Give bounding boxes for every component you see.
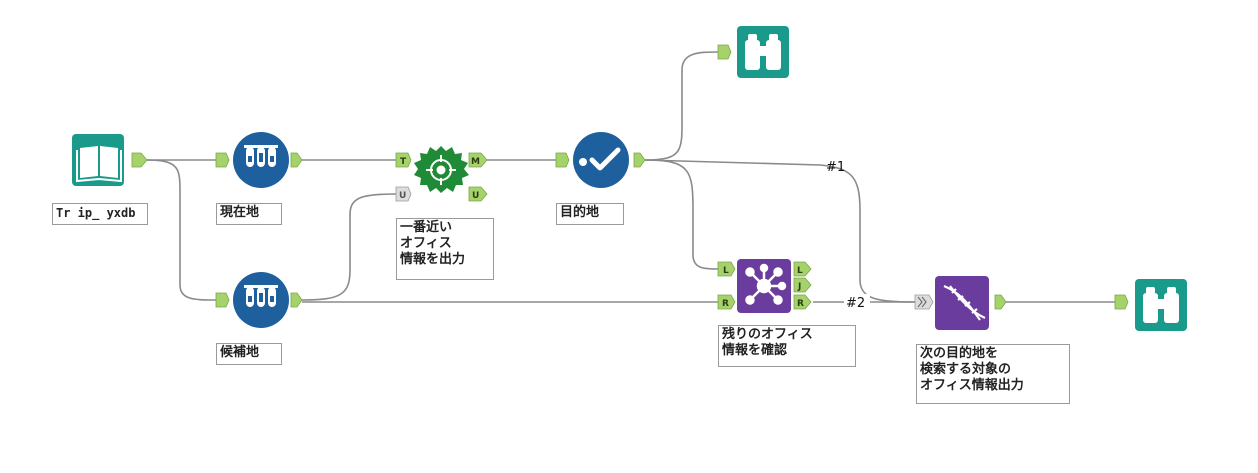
annotation-line: オフィス	[400, 236, 452, 251]
checkmark-icon	[579, 147, 621, 171]
input-data-tool[interactable]	[72, 134, 124, 186]
connection-input-to-candidates[interactable]	[146, 159, 217, 301]
formula-input-anchor[interactable]	[215, 152, 230, 168]
formula-candidates-tool[interactable]	[215, 272, 303, 328]
select-input-anchor[interactable]	[555, 152, 570, 168]
connection-label-2: #2	[846, 296, 865, 311]
connection-candidates-to-nearest-u[interactable]	[301, 193, 397, 301]
annotation-select-records[interactable]: 目的地	[556, 203, 624, 225]
formula-output-anchor[interactable]	[290, 152, 303, 168]
annotation-text: 候補地	[220, 345, 260, 360]
connection-label-1: #1	[826, 160, 845, 175]
annotation-formula-current[interactable]: 現在地	[216, 203, 282, 225]
join-r-input-anchor[interactable]: R	[717, 294, 736, 310]
annotation-line: オフィス情報出力	[920, 378, 1024, 393]
annotation-formula-candidates[interactable]: 候補地	[216, 343, 282, 365]
svg-text:U: U	[472, 191, 479, 201]
formula-test-tubes-icon	[244, 145, 278, 167]
connections	[146, 51, 1115, 303]
binoculars-icon	[745, 34, 781, 70]
macro-output-anchor[interactable]	[994, 294, 1007, 310]
annotation-text: 目的地	[560, 205, 600, 220]
formula-current-tool[interactable]	[215, 132, 303, 188]
formula-output-anchor[interactable]	[290, 292, 303, 308]
browse-right-tool[interactable]	[1114, 279, 1187, 331]
annotation-join[interactable]: 残りのオフィス 情報を確認	[718, 325, 856, 367]
annotation-line: 残りのオフィス	[722, 327, 813, 342]
annotation-text: 現在地	[220, 205, 260, 220]
join-l-output-anchor[interactable]: L	[793, 261, 812, 277]
join-j-output-anchor[interactable]: J	[793, 277, 812, 293]
browse-input-anchor[interactable]	[717, 44, 732, 60]
binoculars-icon	[1143, 287, 1179, 323]
browse-top-tool[interactable]	[717, 26, 789, 78]
macro-output-tool[interactable]	[914, 276, 1007, 330]
input-output-anchor[interactable]	[131, 152, 148, 168]
connection-select-to-macro-1[interactable]	[644, 159, 916, 303]
annotation-find-nearest[interactable]: 一番近い オフィス 情報を出力	[396, 218, 494, 280]
find-nearest-t-anchor[interactable]: T	[395, 152, 412, 168]
find-nearest-target-icon	[426, 155, 456, 185]
macro-multi-input-anchor[interactable]	[914, 294, 934, 310]
svg-text:L: L	[797, 266, 803, 276]
join-network-icon	[745, 263, 787, 305]
svg-text:L: L	[723, 266, 729, 276]
join-tool[interactable]: L R L J	[717, 259, 812, 313]
dna-helix-icon	[943, 284, 986, 321]
svg-text:T: T	[400, 157, 407, 167]
join-l-input-anchor[interactable]: L	[717, 261, 736, 277]
find-nearest-u-out-anchor[interactable]: U	[468, 186, 488, 202]
svg-text:M: M	[471, 157, 480, 167]
select-records-tool[interactable]	[555, 132, 646, 188]
select-output-anchor[interactable]	[633, 152, 646, 168]
formula-input-anchor[interactable]	[215, 292, 230, 308]
connection-select-to-join-l[interactable]	[644, 159, 719, 270]
find-nearest-u-anchor[interactable]: U	[395, 186, 412, 202]
annotation-input[interactable]: Tr ip_ yxdb	[52, 203, 148, 225]
find-nearest-tool[interactable]: T U M U	[395, 146, 488, 202]
input-data-book-icon	[76, 146, 122, 183]
svg-text:U: U	[399, 191, 406, 201]
annotation-line: 次の目的地を	[920, 346, 999, 361]
connection-select-to-browse-top[interactable]	[644, 51, 719, 161]
annotation-line: 検索する対象の	[920, 362, 1012, 377]
annotation-line: 情報を出力	[400, 252, 466, 267]
annotation-line: 一番近い	[400, 220, 453, 235]
find-nearest-m-anchor[interactable]: M	[468, 152, 488, 168]
svg-text:J: J	[797, 282, 801, 292]
join-r-output-anchor[interactable]: R	[793, 294, 812, 310]
annotation-line: 情報を確認	[722, 343, 788, 358]
annotation-text: Tr ip_ yxdb	[56, 206, 136, 220]
browse-input-anchor[interactable]	[1114, 294, 1129, 310]
svg-text:R: R	[797, 299, 804, 309]
annotation-macro-output[interactable]: 次の目的地を 検索する対象の オフィス情報出力	[916, 344, 1070, 404]
svg-text:R: R	[722, 299, 729, 309]
formula-test-tubes-icon	[244, 285, 278, 307]
